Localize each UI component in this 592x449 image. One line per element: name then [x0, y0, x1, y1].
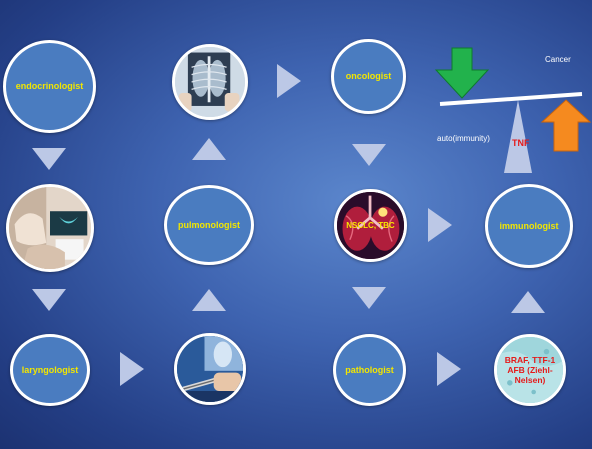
label-pulmonologist: pulmonologist: [178, 219, 240, 230]
markers-text: BRAF, TTF-1 AFB (Ziehl- Nelsen): [505, 355, 556, 385]
arrow-tissue-to-immuno: [511, 291, 545, 313]
arrow-endo-to-thyroid: [32, 148, 66, 170]
arrow-thyroid-to-laryngo: [32, 289, 66, 311]
label-pathologist: pathologist: [345, 364, 394, 375]
chest-xray-icon: [175, 47, 245, 117]
node-bronchoscopy: [174, 333, 246, 405]
node-laryngologist: laryngologist: [10, 334, 90, 406]
node-endocrinologist: endocrinologist: [3, 40, 96, 133]
node-thyroid-exam: [6, 184, 94, 272]
label-markers-2: AFB (Ziehl-: [507, 365, 553, 375]
lung-cancer-icon: [337, 192, 404, 259]
label-immunologist: immunologist: [499, 220, 559, 231]
label-markers-1: BRAF, TTF-1: [504, 355, 556, 365]
node-nsclc: NSCLC, TBC: [334, 189, 407, 262]
label-endocrinologist: endocrinologist: [15, 81, 84, 91]
label-laryngologist: laryngologist: [21, 364, 79, 375]
arrow-xray-to-oncologist: [277, 64, 301, 98]
label-nsclc: NSCLC, TBC: [346, 221, 395, 230]
arrow-onco-to-nsclc: [352, 144, 386, 166]
label-cancer: Cancer: [545, 55, 571, 64]
label-immunity: auto(immunity): [437, 134, 490, 143]
green-down-arrow-icon: [434, 47, 490, 99]
node-pulmonologist: pulmonologist: [164, 185, 254, 265]
node-oncologist: oncologist: [331, 39, 406, 114]
label-oncologist: oncologist: [345, 71, 392, 81]
node-pathologist: pathologist: [333, 334, 406, 406]
arrow-laryngo-to-broncho: [120, 352, 144, 386]
node-chest-xray: [172, 44, 248, 120]
arrow-broncho-to-pulmo: [192, 289, 226, 311]
bronchoscopy-icon: [177, 336, 243, 402]
orange-up-arrow-icon: [540, 99, 592, 152]
arrow-nsclc-to-immuno: [428, 208, 452, 242]
label-tnf: TNF: [512, 138, 530, 148]
tissue-sample-icon: [497, 337, 563, 403]
arrow-nsclc-to-patho: [352, 287, 386, 309]
tnf-pivot: [504, 100, 532, 173]
arrow-patho-to-tissue: [437, 352, 461, 386]
node-immunologist: immunologist: [485, 184, 573, 268]
thyroid-exam-icon: [9, 187, 91, 269]
label-markers-3: Nelsen): [514, 375, 546, 385]
arrow-pulmo-to-xray: [192, 138, 226, 160]
balance-scale: [434, 47, 592, 173]
balance-beam: [439, 92, 583, 106]
node-markers: BRAF, TTF-1 AFB (Ziehl- Nelsen): [494, 334, 566, 406]
